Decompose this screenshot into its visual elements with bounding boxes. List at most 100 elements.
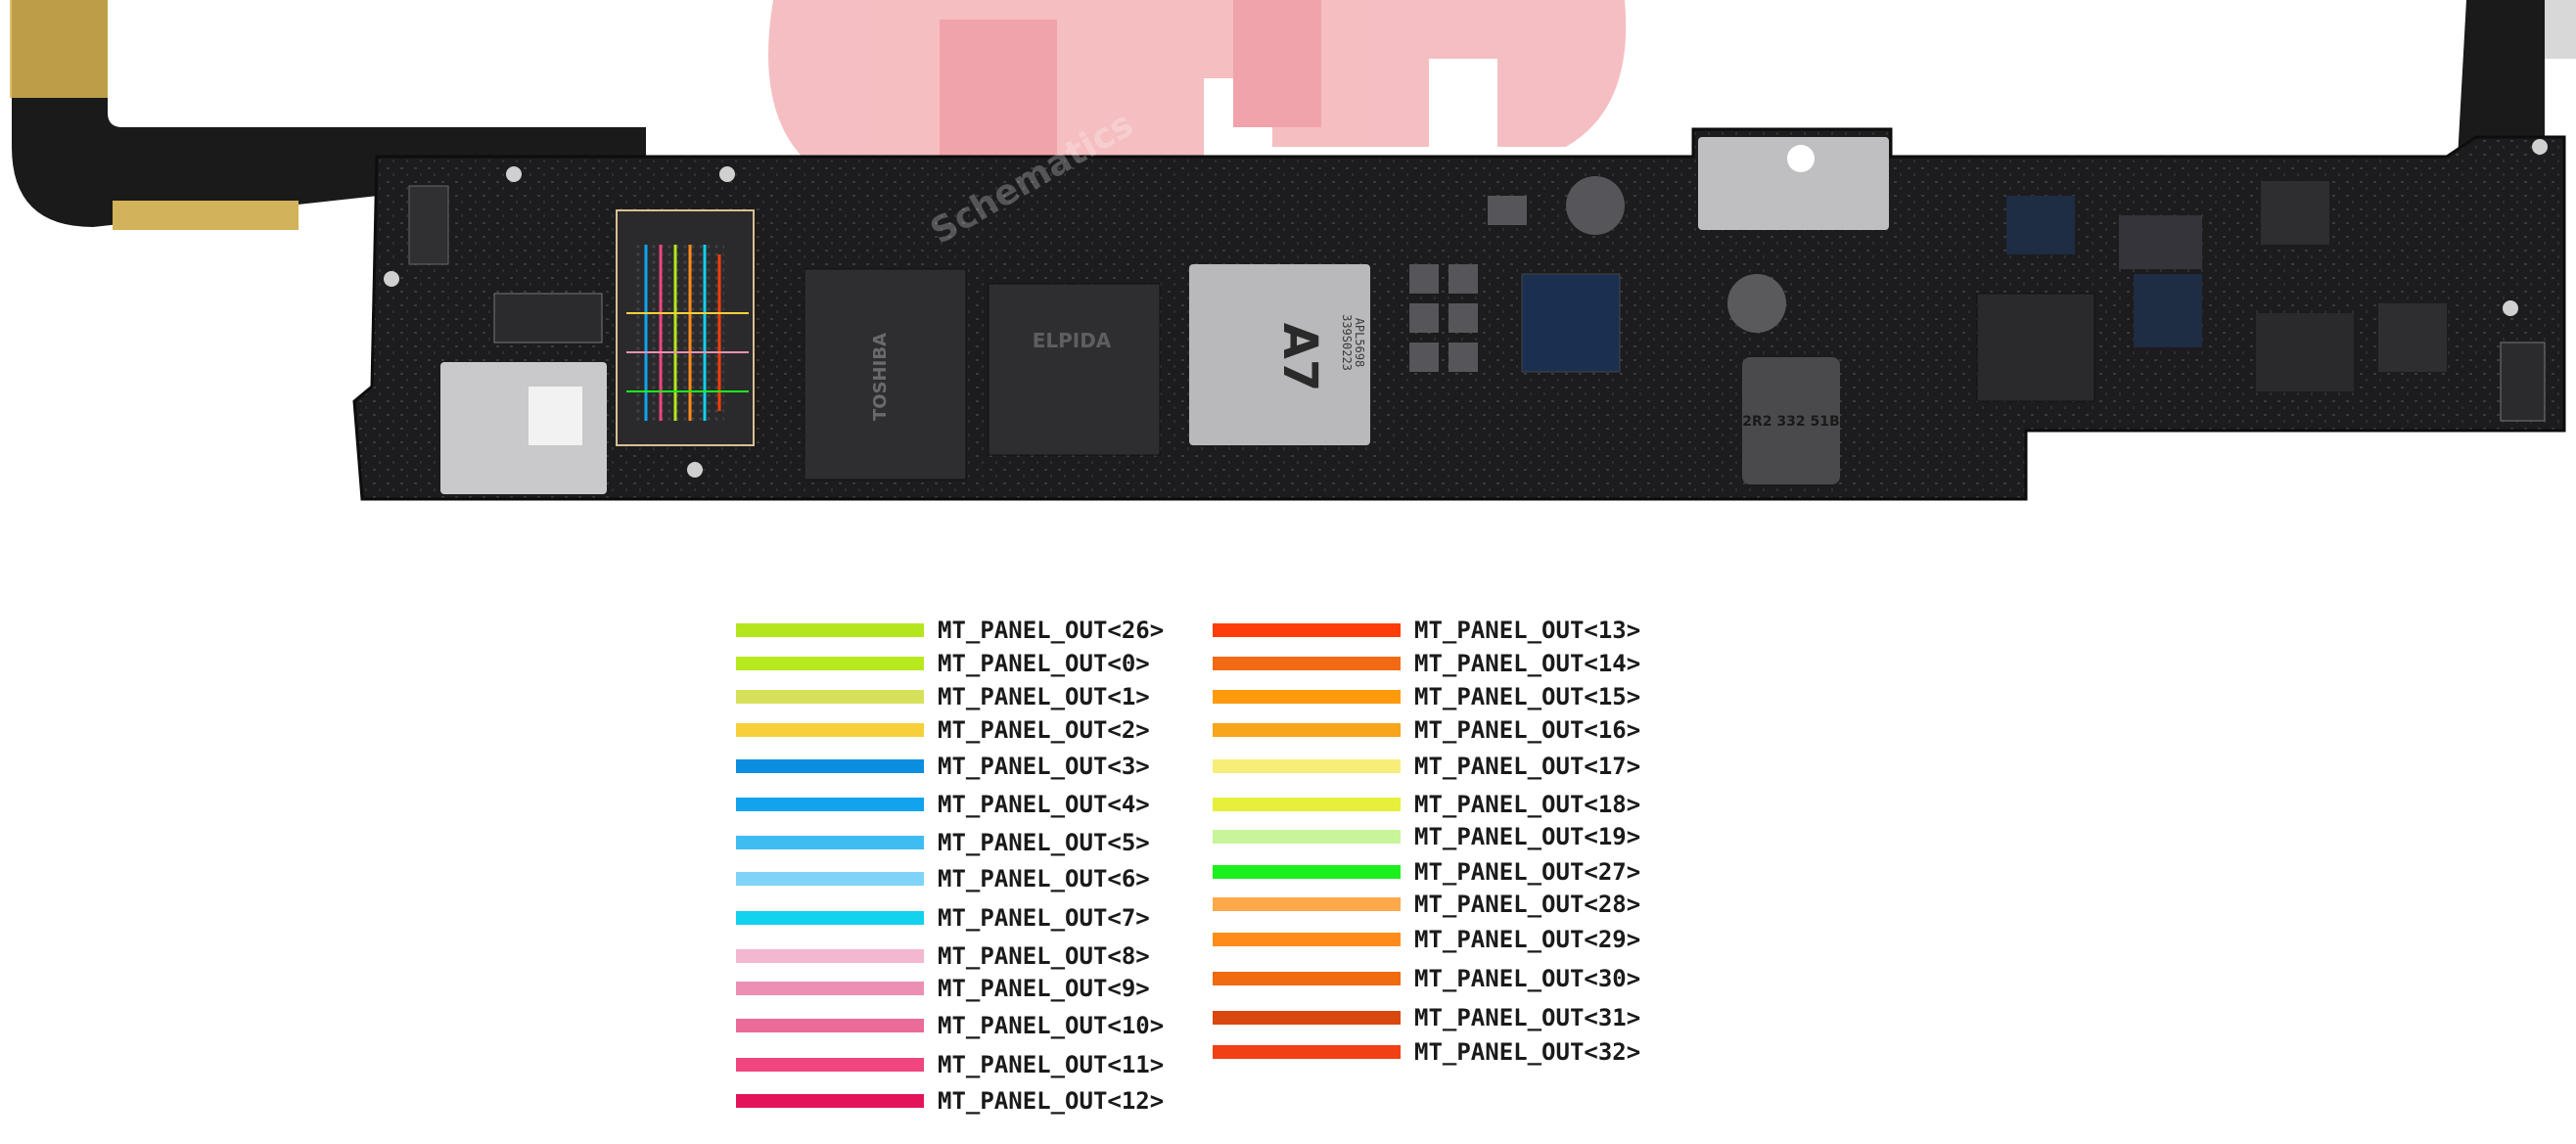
legend-swatch [736,723,924,737]
legend-swatch [736,657,924,670]
legend-item: MT_PANEL_OUT<17> [1213,752,1640,781]
legend-swatch [1213,690,1401,704]
legend-label: MT_PANEL_OUT<9> [938,975,1150,1002]
legend-swatch [1213,933,1401,946]
connector-3 [2500,342,2546,422]
legend-label: MT_PANEL_OUT<28> [1414,891,1641,918]
legend-swatch [736,872,924,886]
legend-swatch [736,836,924,849]
inductor [1742,357,1840,484]
connector-1 [408,185,449,265]
legend-label: MT_PANEL_OUT<17> [1414,753,1641,780]
legend-label: MT_PANEL_OUT<10> [938,1012,1165,1039]
legend-swatch [1213,1045,1401,1059]
legend-swatch [1213,865,1401,879]
a7-line-2: 339S0223 [1340,314,1354,371]
legend-label: MT_PANEL_OUT<1> [938,683,1150,710]
a7-line-1: APL5698 [1353,318,1366,368]
legend-label: MT_PANEL_OUT<29> [1414,926,1641,953]
legend-label: MT_PANEL_OUT<5> [938,829,1150,856]
chip-right-6 [2378,303,2447,372]
chip-right-3 [2134,274,2202,347]
legend-label: MT_PANEL_OUT<8> [938,942,1150,970]
legend-label: MT_PANEL_OUT<31> [1414,1004,1641,1031]
legend-item: MT_PANEL_OUT<28> [1213,890,1640,919]
legend-label: MT_PANEL_OUT<11> [938,1051,1165,1078]
legend-label: MT_PANEL_OUT<12> [938,1087,1165,1115]
legend-item: MT_PANEL_OUT<11> [736,1050,1164,1079]
toshiba-chip [804,268,967,480]
legend-label: MT_PANEL_OUT<13> [1414,617,1641,644]
legend-label: MT_PANEL_OUT<16> [1414,716,1641,744]
legend-label: MT_PANEL_OUT<27> [1414,858,1641,886]
chip-right-5 [2256,313,2354,391]
legend-item: MT_PANEL_OUT<2> [736,715,1150,745]
a7-label: A7 [1272,323,1327,392]
legend-item: MT_PANEL_OUT<12> [736,1086,1164,1116]
legend-swatch [736,911,924,925]
legend-item: MT_PANEL_OUT<7> [736,903,1150,933]
legend-item: MT_PANEL_OUT<31> [1213,1003,1640,1032]
legend-item: MT_PANEL_OUT<19> [1213,822,1640,851]
legend-label: MT_PANEL_OUT<4> [938,791,1150,818]
metal-bracket [1698,137,1889,230]
legend-item: MT_PANEL_OUT<8> [736,941,1150,971]
legend-label: MT_PANEL_OUT<15> [1414,683,1641,710]
highlighted-traces [616,209,755,446]
round-inductor [1727,274,1786,333]
legend-label: MT_PANEL_OUT<0> [938,650,1150,677]
mounting-holes [384,139,2548,478]
legend-swatch [1213,798,1401,811]
legend-swatch [736,798,924,811]
legend-item: MT_PANEL_OUT<0> [736,649,1150,678]
legend-item: MT_PANEL_OUT<30> [1213,964,1640,993]
legend-item: MT_PANEL_OUT<4> [736,790,1150,819]
legend-label: MT_PANEL_OUT<7> [938,904,1150,932]
legend-item: MT_PANEL_OUT<10> [736,1011,1164,1040]
legend-swatch [736,982,924,995]
right-flex [2457,0,2576,176]
legend-label: MT_PANEL_OUT<2> [938,716,1150,744]
legend-swatch [1213,623,1401,637]
legend-label: MT_PANEL_OUT<32> [1414,1038,1641,1066]
legend-swatch [736,949,924,963]
elpida-label: ELPIDA [1033,329,1112,352]
legend-swatch [736,623,924,637]
legend-item: MT_PANEL_OUT<9> [736,974,1150,1003]
inductor-label: 2R2 332 51B [1742,414,1839,430]
legend-item: MT_PANEL_OUT<15> [1213,682,1640,711]
legend-swatch [1213,759,1401,773]
legend-label: MT_PANEL_OUT<6> [938,865,1150,892]
qr-sticker [529,387,582,445]
legend-swatch [736,1019,924,1032]
legend-item: MT_PANEL_OUT<6> [736,864,1150,893]
chip-right-4 [2261,181,2329,245]
legend-swatch [1213,830,1401,844]
legend-item: MT_PANEL_OUT<1> [736,682,1150,711]
connector-2 [493,293,603,343]
pmic-chip [1521,273,1621,373]
legend-swatch [1213,723,1401,737]
legend-label: MT_PANEL_OUT<14> [1414,650,1641,677]
legend-item: MT_PANEL_OUT<16> [1213,715,1640,745]
legend-item: MT_PANEL_OUT<14> [1213,649,1640,678]
chip-right-1 [1976,293,2095,402]
logic-board-photo: TOSHIBA ELPIDA A7 APL5698 339S0223 2R2 3… [0,0,2576,528]
chip-right-7 [2006,196,2075,254]
legend-item: MT_PANEL_OUT<32> [1213,1037,1640,1067]
legend-swatch [736,759,924,773]
legend-swatch [736,690,924,704]
a7-chip [1189,264,1370,445]
legend-item: MT_PANEL_OUT<13> [1213,616,1640,645]
legend-swatch [736,1058,924,1072]
legend-swatch [736,1094,924,1108]
legend-item: MT_PANEL_OUT<5> [736,828,1150,857]
legend-item: MT_PANEL_OUT<3> [736,752,1150,781]
legend-swatch [1213,657,1401,670]
legend-item: MT_PANEL_OUT<26> [736,616,1164,645]
legend-swatch [1213,1011,1401,1025]
elpida-chip [988,283,1161,456]
legend-swatch [1213,972,1401,985]
legend-label: MT_PANEL_OUT<19> [1414,823,1641,850]
board-diagram: TOSHIBA ELPIDA A7 APL5698 339S0223 2R2 3… [10,0,2576,501]
